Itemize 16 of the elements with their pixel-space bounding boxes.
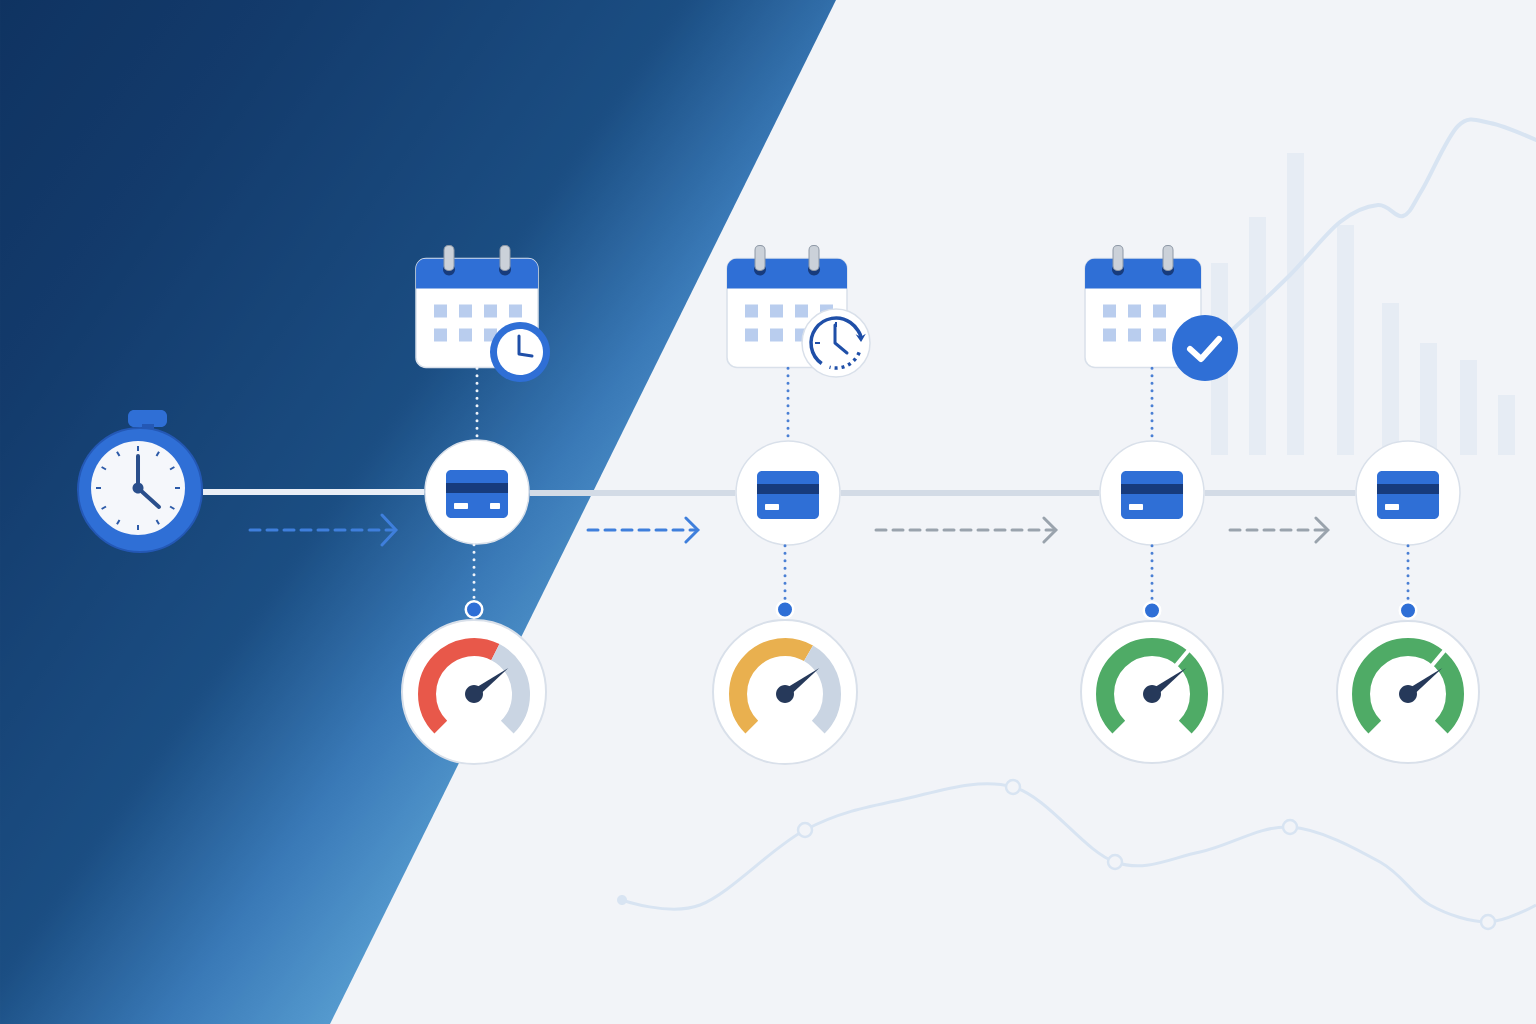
dotted-line [1398, 544, 1418, 620]
timeline-line [203, 489, 425, 495]
calendar-check-icon [1084, 245, 1238, 381]
gauge-icon [712, 619, 858, 765]
calendar-clock-icon [415, 245, 550, 382]
gauge-icon [1080, 620, 1224, 764]
gauge-icon [1336, 620, 1480, 764]
timeline-line [840, 490, 1100, 496]
stopwatch-icon [77, 410, 203, 553]
timeline-line [529, 490, 736, 496]
gauge-icon [401, 619, 547, 765]
timeline-line [1204, 490, 1356, 496]
calendar-refresh-icon [726, 245, 871, 378]
dotted-line [1142, 544, 1162, 620]
dotted-line [775, 544, 795, 619]
dotted-line [464, 543, 484, 619]
